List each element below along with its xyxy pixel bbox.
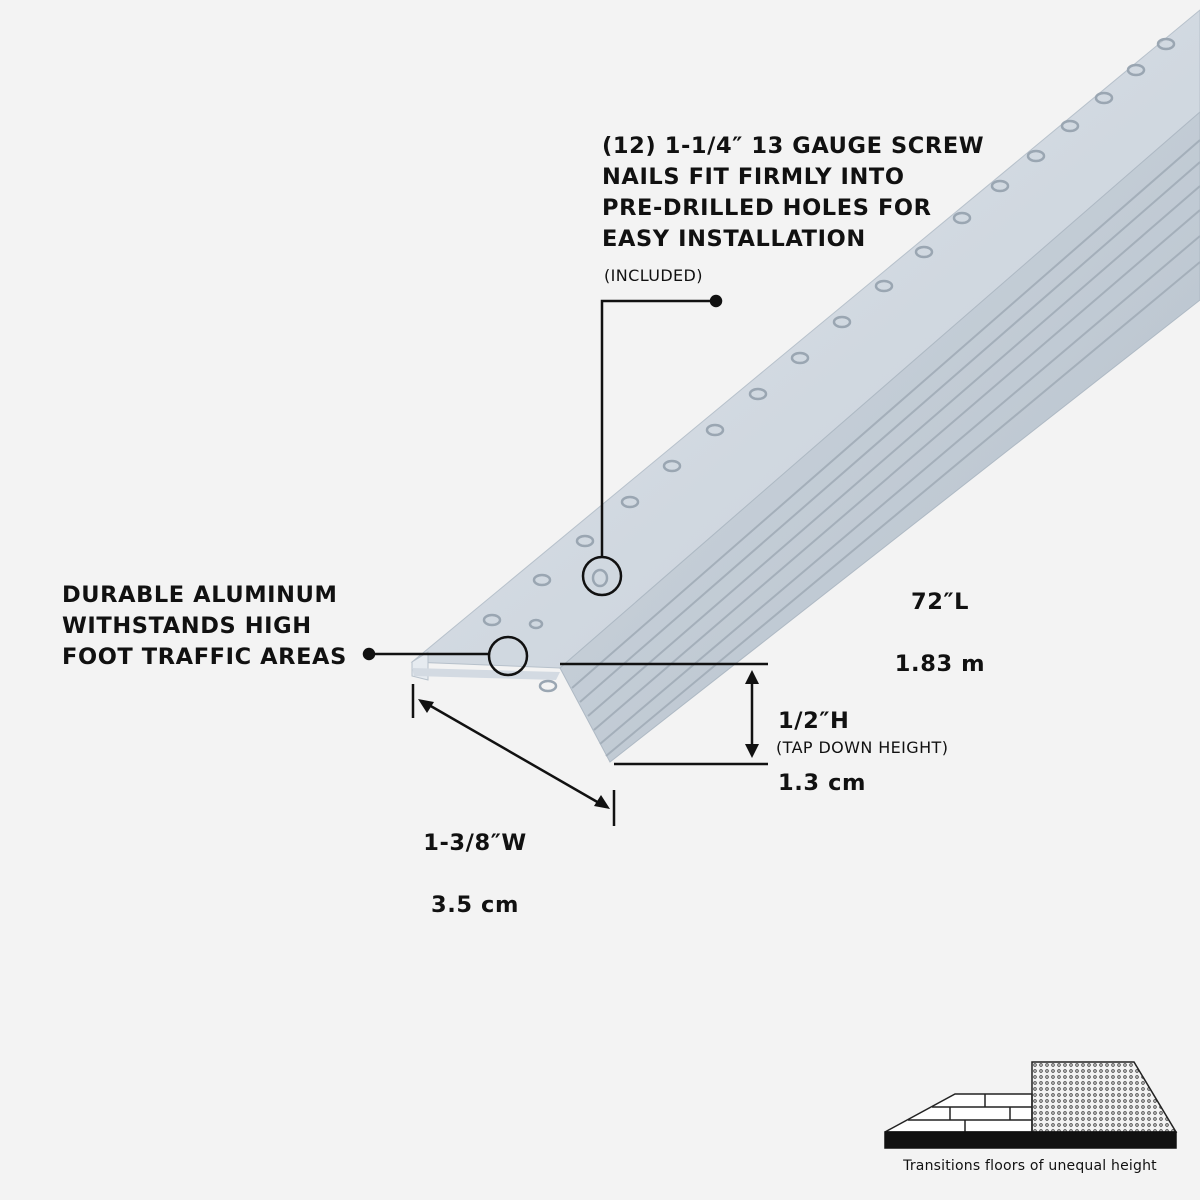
aluminum-callout-line xyxy=(362,635,529,677)
ramp-ridges xyxy=(571,139,1200,757)
transition-icon-caption: Transitions floors of unequal height xyxy=(903,1158,1157,1174)
width-imperial: 1-3/8″W xyxy=(423,830,527,856)
width-metric: 3.5 cm xyxy=(430,892,520,918)
height-metric: 1.3 cm xyxy=(778,770,867,796)
aluminum-threshold-strip xyxy=(410,9,1200,763)
length-imperial: 72″L xyxy=(910,589,970,615)
screw-nails-callout-text: (12) 1-1/4″ 13 GAUGE SCREW NAILS FIT FIR… xyxy=(602,133,985,252)
floor-transition-icon xyxy=(884,1061,1178,1149)
height-dimension: 1/2″H 1.3 cm xyxy=(778,675,866,830)
aluminum-callout-text: DURABLE ALUMINUM WITHSTANDS HIGH FOOT TR… xyxy=(62,582,347,670)
length-metric: 1.83 m xyxy=(894,651,986,677)
length-dimension: 72″L 1.83 m xyxy=(880,556,1000,711)
width-dimension-lines xyxy=(411,684,616,826)
height-dimension-lines xyxy=(560,662,768,766)
screw-nails-included-note: (INCLUDED) xyxy=(604,266,703,285)
width-dimension: 1-3/8″W 3.5 cm xyxy=(405,797,545,952)
height-imperial: 1/2″H xyxy=(778,708,850,734)
pre-drilled-holes xyxy=(482,37,1176,693)
screw-nails-callout-line xyxy=(581,294,723,597)
height-tap-down-note: (TAP DOWN HEIGHT) xyxy=(776,738,949,757)
